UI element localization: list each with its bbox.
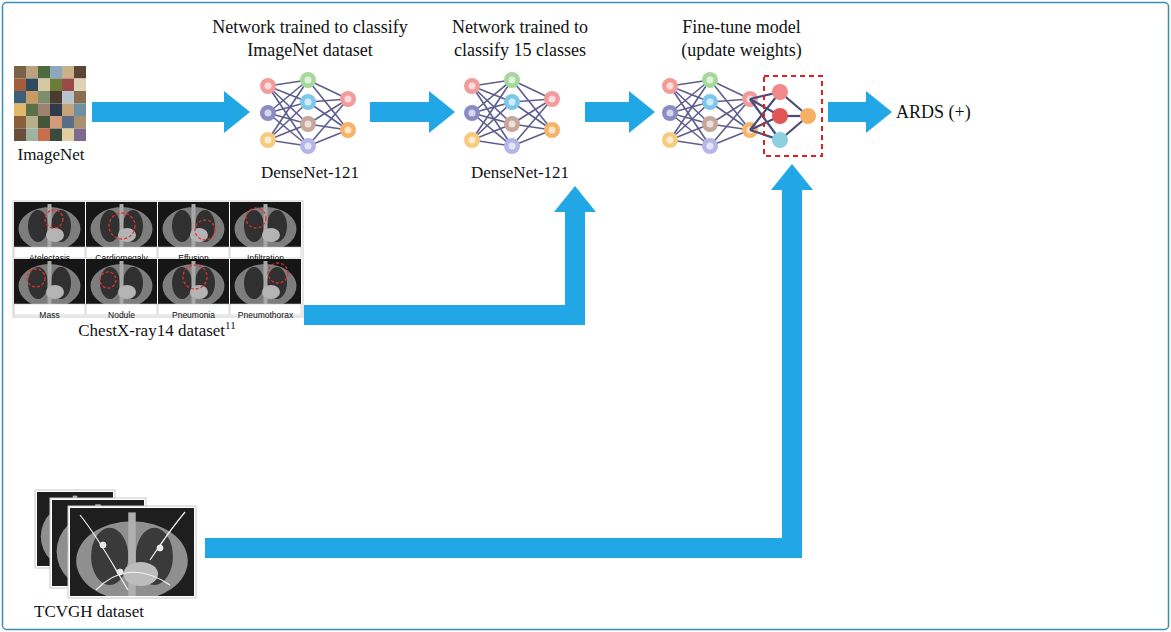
label-slot: Pneumonia xyxy=(158,304,229,315)
label-slot: Atelectasis xyxy=(14,247,85,258)
flow-arrow xyxy=(205,164,813,548)
thumbnail-label: Nodule xyxy=(108,310,135,321)
arrow-shaft xyxy=(205,189,792,548)
network-node: Network trained to classify ImageNet dat… xyxy=(250,68,370,186)
arrow-shaft xyxy=(585,102,630,122)
imagenet-node: ImageNet xyxy=(10,64,92,168)
network-node: Network trained to classify 15 classesDe… xyxy=(455,68,585,186)
thumbnail-label: Atelectasis xyxy=(29,253,70,264)
label-slot: Mass xyxy=(14,304,85,315)
flow-arrow xyxy=(92,91,250,133)
text-slot: ImageNet xyxy=(10,144,92,165)
flow-arrow xyxy=(828,91,892,133)
output-node: ARDS (+) xyxy=(892,98,975,127)
imagenet-mosaic xyxy=(14,66,86,141)
tcvgh-xray-stack xyxy=(35,490,196,600)
arrow-head xyxy=(629,91,655,133)
arrow-shaft xyxy=(828,102,867,122)
model-name: DenseNet-121 xyxy=(261,162,359,183)
arrow-head xyxy=(429,91,455,133)
citation-number: 11 xyxy=(225,319,236,331)
network-heading: Network trained to classify ImageNet dat… xyxy=(200,16,420,62)
network-graphic xyxy=(662,72,758,154)
text-slot: DenseNet-121 xyxy=(455,162,585,183)
text-slot: ARDS (+) xyxy=(896,101,971,124)
label-slot: Effusion xyxy=(158,247,229,258)
dataset-label: ChestX-ray14 dataset xyxy=(78,320,225,341)
thumbnail-label: Mass xyxy=(39,310,59,321)
flow-arrow xyxy=(585,91,655,133)
dataset-label: TCVGH dataset xyxy=(34,601,144,622)
thumbnail-label: Infiltration xyxy=(247,253,284,264)
tcvgh-node: TCVGH dataset xyxy=(30,485,205,624)
finetune-node: Fine-tune model (update weights) xyxy=(655,68,828,164)
chestxray-node: ChestX-ray14 dataset11 xyxy=(10,200,304,344)
label-slot: Infiltration xyxy=(230,247,301,258)
arrow-head xyxy=(554,186,596,212)
model-name: DenseNet-121 xyxy=(471,162,569,183)
thumbnail-label: Cardiomegaly xyxy=(95,253,147,264)
label-slot: Cardiomegaly xyxy=(86,247,157,258)
output-text: ARDS (+) xyxy=(896,101,971,124)
label-slot: Pneumothorax xyxy=(230,304,301,315)
label-slot: Nodule xyxy=(86,304,157,315)
flow-arrow xyxy=(370,91,455,133)
thumbnail-label: Pneumonia xyxy=(172,310,215,321)
text-slot: ChestX-ray14 dataset11 xyxy=(10,320,304,341)
dataset-label: ImageNet xyxy=(17,144,84,165)
arrow-shaft xyxy=(92,102,225,122)
text-slot: TCVGH dataset xyxy=(34,601,144,622)
arrow-shaft xyxy=(370,102,430,122)
thumbnail-label: Pneumothorax xyxy=(238,310,293,321)
flow-arrow xyxy=(304,186,596,315)
network-graphic xyxy=(464,72,560,154)
arrow-shaft xyxy=(304,211,575,315)
text-slot: Fine-tune model (update weights) xyxy=(659,16,824,62)
text-slot: Network trained to classify ImageNet dat… xyxy=(200,16,420,62)
new-layer-graphic xyxy=(750,76,822,156)
figure-frame xyxy=(3,3,1169,630)
arrow-head xyxy=(224,91,250,133)
network-graphic xyxy=(260,72,356,154)
network-heading: Network trained to classify 15 classes xyxy=(433,16,608,62)
text-slot: DenseNet-121 xyxy=(250,162,370,183)
arrow-head xyxy=(771,164,813,190)
text-slot: Network trained to classify 15 classes xyxy=(433,16,608,62)
network-heading: Fine-tune model (update weights) xyxy=(659,16,824,62)
arrow-head xyxy=(866,91,892,133)
chest-xray-grid xyxy=(13,201,303,317)
thumbnail-label: Effusion xyxy=(178,253,209,264)
